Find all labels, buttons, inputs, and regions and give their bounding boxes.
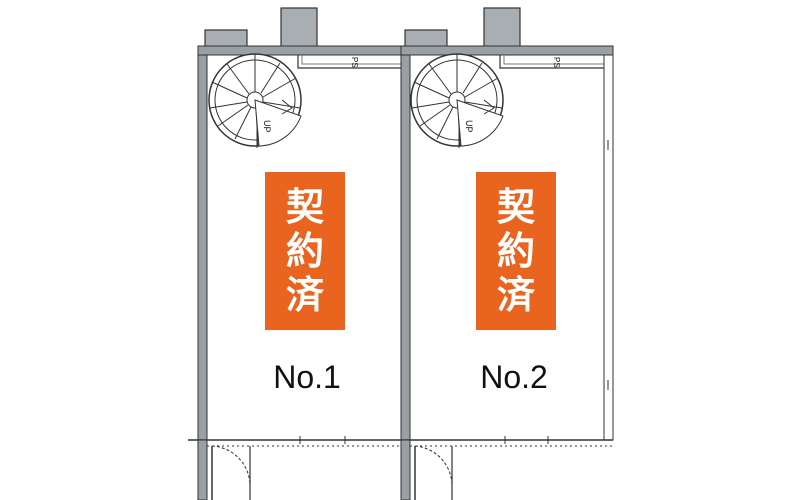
spiral-stair <box>410 53 504 148</box>
badge-char: 済 <box>285 273 324 317</box>
ps-notch <box>297 55 410 69</box>
duct-box <box>483 7 521 49</box>
unit-no2-plan: UP PS <box>400 7 614 500</box>
entry-door <box>211 445 251 500</box>
ps-label: PS <box>350 57 359 68</box>
badge-char: 約 <box>285 229 324 273</box>
ps-label: PS <box>552 57 561 68</box>
left-wall <box>197 54 208 441</box>
left-wall <box>400 54 411 446</box>
badge-char: 済 <box>496 273 535 317</box>
stair-up-label: UP <box>464 120 474 133</box>
ps-notch <box>499 55 612 69</box>
spiral-stair <box>208 53 302 148</box>
contracted-badge-no1: 契 約 済 <box>265 172 345 330</box>
unit-number-no2: No.2 <box>480 359 548 395</box>
stair-up-label: UP <box>262 120 272 133</box>
badge-char: 約 <box>496 229 535 273</box>
top-wall <box>197 45 411 56</box>
contracted-badge-no2: 契 約 済 <box>476 172 556 330</box>
unit-number-no1: No.1 <box>273 359 341 395</box>
badge-char: 契 <box>496 185 535 229</box>
top-wall <box>400 45 614 56</box>
entry-door <box>414 445 453 500</box>
badge-char: 契 <box>285 185 324 229</box>
duct-box <box>280 7 318 49</box>
